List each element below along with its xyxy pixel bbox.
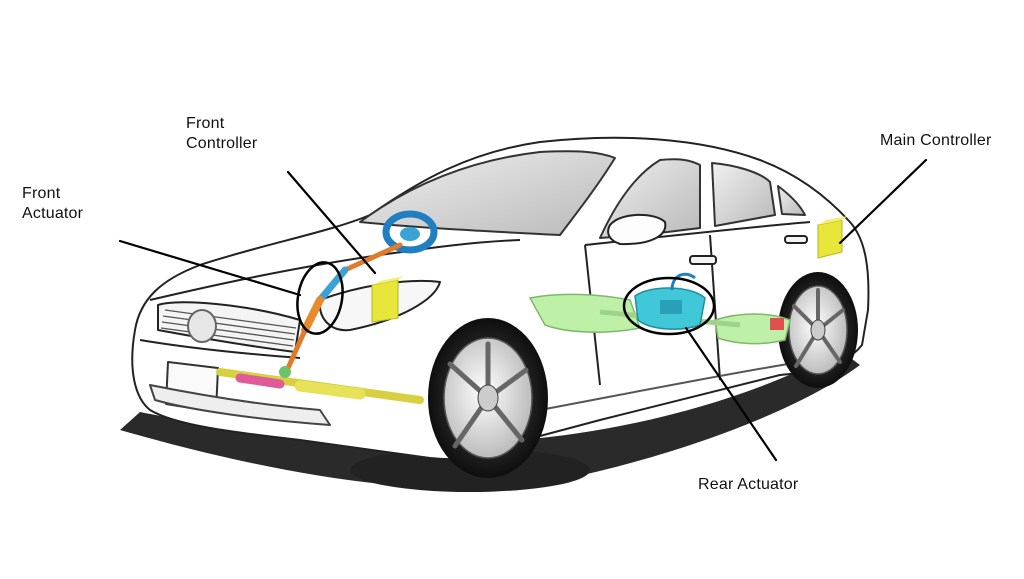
main-controller-label: Main Controller: [880, 132, 992, 149]
rear-actuator-circle: [622, 276, 716, 336]
rear-wheel: [778, 272, 858, 388]
front-actuator-label: Front Actuator: [22, 185, 84, 222]
front-actuator-leader: [118, 239, 302, 297]
rear-actuator-leader: [684, 326, 778, 462]
front-controller-block: [371, 276, 404, 323]
front-steering-rack: [216, 366, 424, 404]
steering-wheel: [382, 210, 438, 254]
front-wheel: [428, 318, 548, 478]
car-body: [131, 136, 870, 461]
rear-chassis: [528, 293, 791, 345]
leader-lines: [118, 158, 928, 462]
main-controller-leader: [838, 158, 928, 245]
front-controller-leader: [286, 170, 377, 275]
rear-actuator-label: Rear Actuator: [698, 476, 799, 493]
front-controller-label: Front Controller: [186, 115, 258, 152]
main-controller-block: [817, 216, 848, 259]
